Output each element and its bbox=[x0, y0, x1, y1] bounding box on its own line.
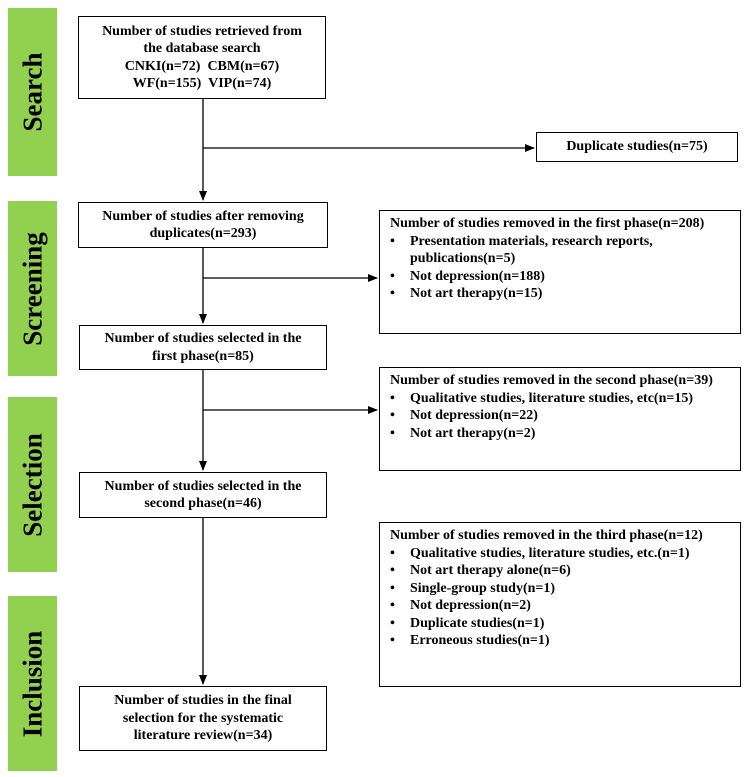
box-second-phase-selected: Number of studies selected in the second… bbox=[79, 472, 327, 518]
box-final-selection-line-2: selection for the systematic bbox=[122, 710, 284, 726]
box-after-duplicates-line-1: Number of studies after removing bbox=[102, 208, 304, 224]
box-first-phase-selected-line-2: first phase(n=85) bbox=[152, 348, 254, 364]
box-first-phase-selected-line-1: Number of studies selected in the bbox=[104, 331, 302, 346]
list-item: Qualitative studies, literature studies,… bbox=[390, 390, 734, 408]
box-final-selection-line-1: Number of studies in the final bbox=[114, 693, 292, 709]
list-item: Erroneous studies(n=1) bbox=[390, 632, 734, 650]
phase-screening: Screening bbox=[8, 201, 57, 376]
box-final-selection: Number of studies in the final selection… bbox=[79, 686, 327, 751]
box-first-phase-removed: Number of studies removed in the first p… bbox=[379, 210, 741, 334]
list-item: Not art therapy(n=2) bbox=[390, 425, 734, 443]
box-duplicate-studies: Duplicate studies(n=75) bbox=[536, 132, 738, 162]
box-retrieved-line-3: CNKI(n=72) CBM(n=67) bbox=[124, 58, 280, 74]
box-second-phase-selected-line-1: Number of studies selected in the bbox=[104, 478, 302, 494]
first-phase-removed-title: Number of studies removed in the first p… bbox=[390, 216, 705, 231]
list-item: Not depression(n=22) bbox=[390, 407, 734, 425]
box-retrieved-line-2: the database search bbox=[143, 41, 261, 56]
phase-selection: Selection bbox=[8, 397, 57, 572]
list-item: Not art therapy(n=15) bbox=[390, 285, 734, 303]
first-phase-removed-list: Presentation materials, research reports… bbox=[390, 233, 734, 303]
second-phase-removed-title: Number of studies removed in the second … bbox=[390, 373, 713, 388]
box-retrieved-line-4: WF(n=155) VIP(n=74) bbox=[132, 76, 272, 91]
list-item: Not art therapy alone(n=6) bbox=[390, 562, 734, 580]
third-phase-removed-list: Qualitative studies, literature studies,… bbox=[390, 545, 734, 650]
box-second-phase-selected-line-2: second phase(n=46) bbox=[144, 496, 262, 511]
second-phase-removed-list: Qualitative studies, literature studies,… bbox=[390, 390, 734, 443]
box-retrieved: Number of studies retrieved from the dat… bbox=[78, 16, 326, 99]
list-item: Duplicate studies(n=1) bbox=[390, 615, 734, 633]
list-item: Qualitative studies, literature studies,… bbox=[390, 545, 734, 563]
list-item: Single-group study(n=1) bbox=[390, 580, 734, 598]
box-duplicate-studies-line-1: Duplicate studies(n=75) bbox=[566, 139, 708, 155]
list-item: Not depression(n=188) bbox=[390, 268, 734, 286]
box-third-phase-removed: Number of studies removed in the third p… bbox=[379, 522, 741, 687]
box-retrieved-line-1: Number of studies retrieved from bbox=[102, 23, 302, 39]
phase-search: Search bbox=[8, 8, 57, 176]
box-final-selection-line-3: literature review(n=34) bbox=[133, 728, 273, 744]
phase-inclusion: Inclusion bbox=[8, 596, 57, 771]
box-second-phase-removed: Number of studies removed in the second … bbox=[379, 367, 741, 471]
third-phase-removed-title: Number of studies removed in the third p… bbox=[390, 528, 703, 543]
box-first-phase-selected: Number of studies selected in the first … bbox=[79, 325, 327, 370]
box-after-duplicates-line-2: duplicates(n=293) bbox=[149, 226, 257, 241]
list-item: Presentation materials, research reports… bbox=[390, 233, 734, 268]
box-after-duplicates: Number of studies after removing duplica… bbox=[78, 202, 328, 248]
list-item: Not depression(n=2) bbox=[390, 597, 734, 615]
